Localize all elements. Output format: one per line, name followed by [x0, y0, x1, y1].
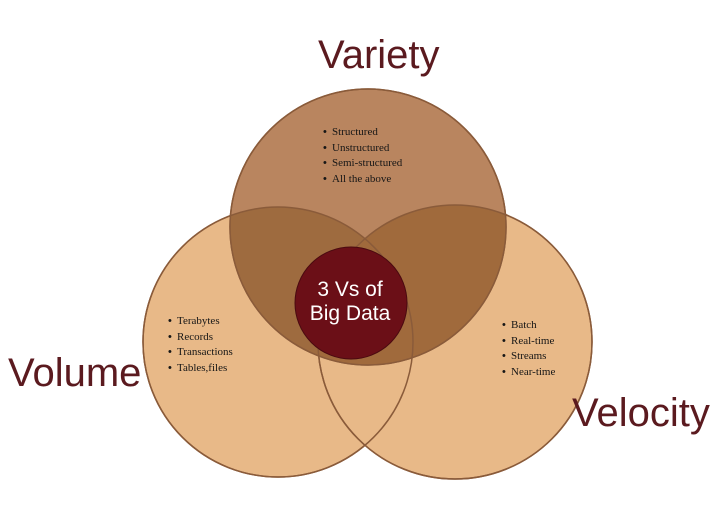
variety-outline — [229, 88, 507, 366]
center-label-line2: Big Data — [309, 302, 391, 325]
volume-item: Tables,files — [168, 361, 233, 377]
volume-list: Terabytes Records Transactions Tables,fi… — [168, 314, 233, 376]
variety-item: Semi-structured — [323, 156, 402, 172]
variety-title: Variety — [318, 33, 440, 77]
velocity-item: Real-time — [502, 334, 555, 350]
velocity-list: Batch Real-time Streams Near-time — [502, 318, 555, 380]
center-label: 3 Vs of Big Data — [290, 278, 410, 326]
volume-item: Records — [168, 330, 233, 346]
velocity-item: Near-time — [502, 365, 555, 381]
variety-item: Unstructured — [323, 141, 402, 157]
center-label-line1: 3 Vs of — [317, 278, 383, 301]
variety-item: Structured — [323, 125, 402, 141]
variety-item: All the above — [323, 172, 402, 188]
velocity-title: Velocity — [572, 391, 710, 435]
volume-outline — [142, 206, 414, 478]
velocity-item: Batch — [502, 318, 555, 334]
variety-list: Structured Unstructured Semi-structured … — [323, 125, 402, 187]
volume-title: Volume — [8, 351, 142, 395]
velocity-item: Streams — [502, 349, 555, 365]
volume-item: Terabytes — [168, 314, 233, 330]
center-circle — [294, 246, 408, 360]
volume-item: Transactions — [168, 345, 233, 361]
